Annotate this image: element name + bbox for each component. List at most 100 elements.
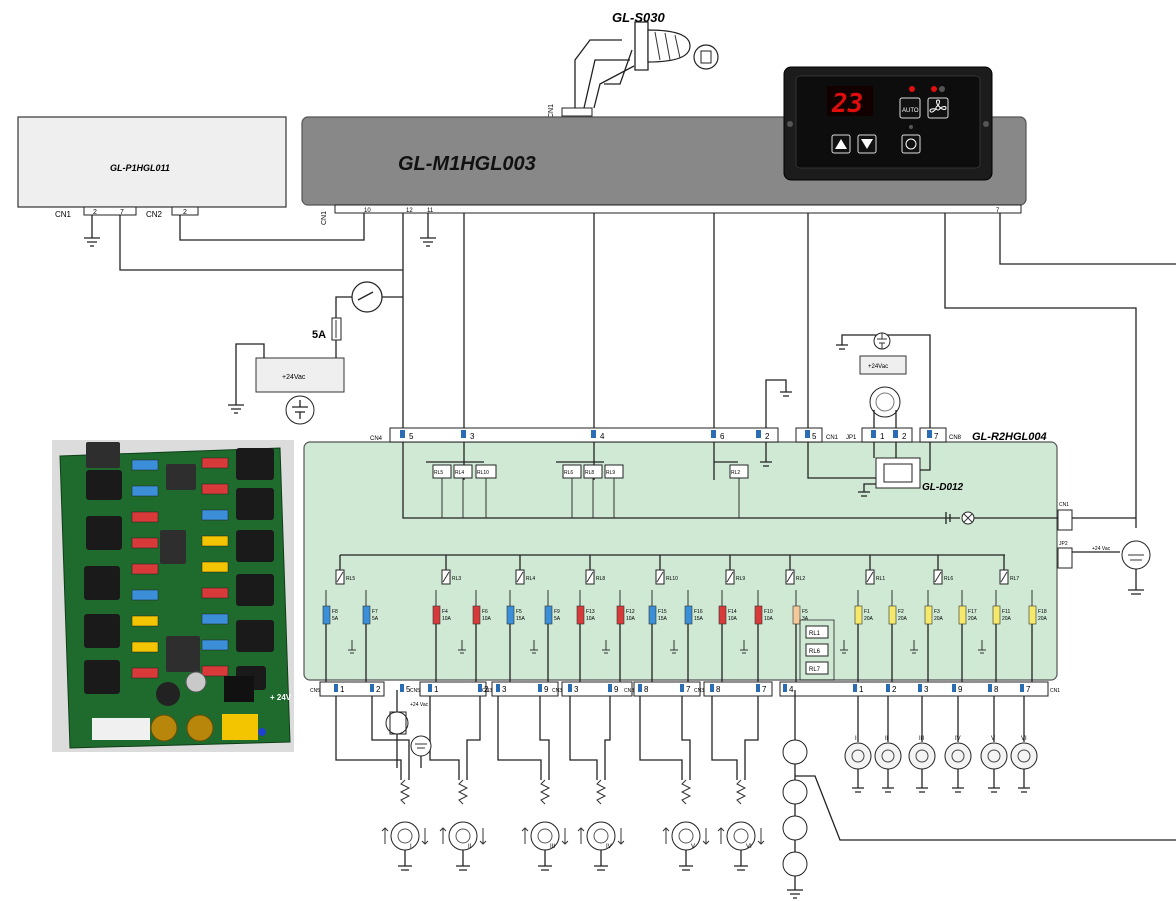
pin-label: 7: [686, 685, 691, 694]
connector-pin: [400, 684, 404, 692]
m1-pin-12: 12: [406, 208, 413, 214]
relay-label: RL3: [452, 576, 461, 582]
connector-pin: [568, 684, 572, 692]
connector-pin: [710, 684, 714, 692]
fuse-rating: 10A: [626, 616, 636, 622]
connector-label: CN1: [1050, 688, 1060, 694]
fuse: [576, 605, 585, 625]
supply-label-small: +24 Vac: [410, 702, 429, 708]
r2-cn4-connector: [389, 427, 779, 443]
connector-pin: [428, 684, 432, 692]
fuse: [616, 605, 625, 625]
fuse-name: F2: [898, 609, 904, 615]
switch-symbol: [351, 281, 383, 313]
pin-label: 3: [574, 685, 579, 694]
connector-pin: [886, 684, 890, 692]
relay-stack-label: RL6: [809, 649, 821, 655]
bottom-connector: [319, 681, 385, 697]
motor-label: VI: [746, 844, 752, 850]
m1-pin-7: 7: [996, 208, 1000, 214]
connector-pin: [680, 684, 684, 692]
fuse: [888, 605, 897, 625]
pin-label: 2: [484, 685, 489, 694]
fuse-rating: 20A: [1038, 616, 1048, 622]
cn4-pin: 5: [409, 432, 414, 441]
relay-stack: RL1 RL6 RL7: [799, 619, 835, 681]
bottom-connector: [419, 681, 487, 697]
fuse: [1028, 605, 1037, 625]
connector-pin: [334, 684, 338, 692]
connector-label: CN3: [694, 688, 704, 694]
fuse-rating: 20A: [968, 616, 978, 622]
connector-pin: [478, 684, 482, 692]
fuse: [648, 605, 657, 625]
motor-icon: [671, 821, 701, 851]
refresh-icon: [905, 138, 917, 150]
motor-label: I: [410, 844, 412, 850]
temperature-display: [827, 86, 873, 116]
fuse-name: F9: [554, 609, 560, 615]
lower-wiring: +24 Vac: [385, 690, 1176, 899]
lamp-label: IV: [955, 736, 961, 742]
lamp-icon: [980, 742, 1008, 770]
fuse-name: F12: [626, 609, 635, 615]
pin-label: 3: [924, 685, 929, 694]
connector-pin: [918, 684, 922, 692]
fuse: [792, 605, 801, 625]
pin-label: 9: [544, 685, 549, 694]
fuse: [854, 605, 863, 625]
jp1-pin: 1: [880, 432, 885, 441]
fuse-rating: 5A: [554, 616, 561, 622]
bottom-connector: [703, 681, 773, 697]
auto-button-label: AUTO: [902, 108, 919, 114]
p1-label: GL-P1HGL011: [110, 163, 170, 173]
lamp-label: III: [919, 736, 924, 742]
m1-cn1-label: CN1: [321, 211, 328, 225]
side-supply-label: +24 Vac: [1092, 546, 1111, 552]
fuse-rating: 10A: [586, 616, 596, 622]
connector-label: CN5: [410, 688, 420, 694]
motor-label: V: [691, 844, 695, 850]
cn1-pin: 5: [812, 432, 817, 441]
pin-label: 8: [994, 685, 999, 694]
pin-label: 8: [716, 685, 721, 694]
fuse-name: F11: [1002, 609, 1010, 615]
p1-cn2-pin: 2: [183, 209, 187, 216]
sensor-connector: [561, 107, 593, 117]
d012-lamp: [869, 386, 901, 418]
p1-pin-2: 2: [93, 209, 97, 216]
bottom-connector: [561, 681, 633, 697]
fuse-rating: 5A: [372, 616, 379, 622]
display-value: 23: [831, 89, 863, 119]
cn4-pin: 6: [720, 432, 725, 441]
lamp-label: V: [991, 736, 995, 742]
connector-pin: [952, 684, 956, 692]
motor-label: III: [550, 844, 555, 850]
r2-cn8-label: CN8: [949, 435, 962, 441]
connector-pin: [496, 684, 500, 692]
connector-label: CN3: [482, 688, 492, 694]
r2-jp1-label: JP1: [846, 435, 857, 441]
lamp-icon: [874, 742, 902, 770]
fan-button[interactable]: [927, 97, 949, 119]
fuse-rating: 10A: [482, 616, 492, 622]
auto-button[interactable]: [899, 97, 921, 119]
pin-label: 2: [376, 685, 381, 694]
fuse: [432, 605, 441, 625]
fuse-rating: 10A: [442, 616, 452, 622]
r2-cn4-label: CN4: [370, 436, 383, 442]
side-cn1-label: CN1: [1059, 502, 1069, 508]
m1-pin-11: 11: [427, 208, 434, 214]
relay-label: RL1: [876, 576, 885, 582]
connector-pin: [608, 684, 612, 692]
cn4-pin: 2: [765, 432, 770, 441]
pin-label: 7: [1026, 685, 1031, 694]
fuse: [718, 605, 727, 625]
connector-pin: [638, 684, 642, 692]
fuse-rating: 20A: [1002, 616, 1012, 622]
mode-button[interactable]: [901, 134, 921, 154]
fuse-rating: 3A: [802, 616, 809, 622]
fuse-name: F5: [516, 609, 522, 615]
motor-icon: [390, 821, 420, 851]
lamp-icon: [944, 742, 972, 770]
